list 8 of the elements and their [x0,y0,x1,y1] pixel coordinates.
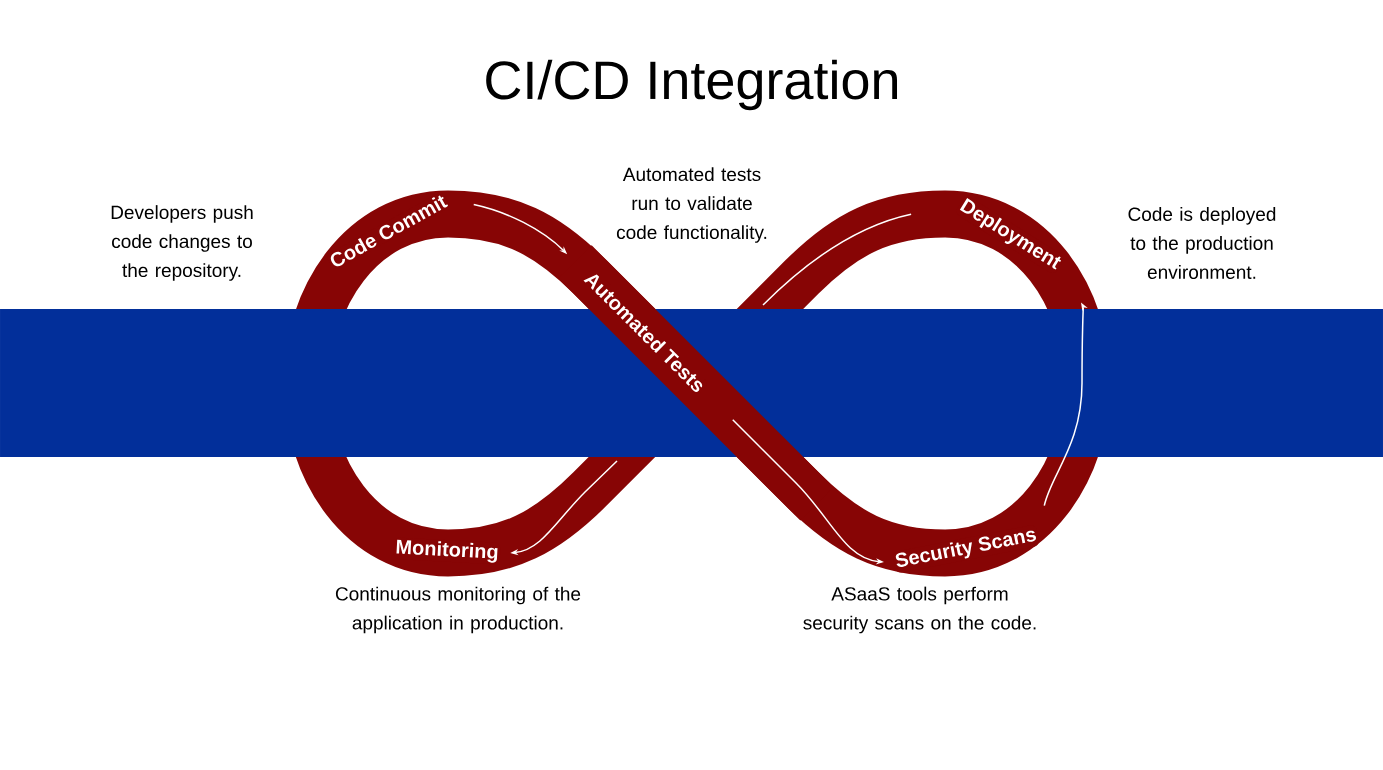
description-text: Code is deployed to the production environment. [1128,207,1276,279]
description-text: Automated tests run to validate code functionality. [616,167,767,243]
description-text: Developers push code changes to the repository. [111,205,253,281]
description-text: ASaaS tools perform security scans on the code. [803,586,1036,634]
stage-label: Security Scans [893,525,1039,573]
description-text: Continuous monitoring of the application in production. [335,586,581,634]
title: CI/CD Integration [486,59,897,111]
stage-label: Monitoring [393,537,501,565]
